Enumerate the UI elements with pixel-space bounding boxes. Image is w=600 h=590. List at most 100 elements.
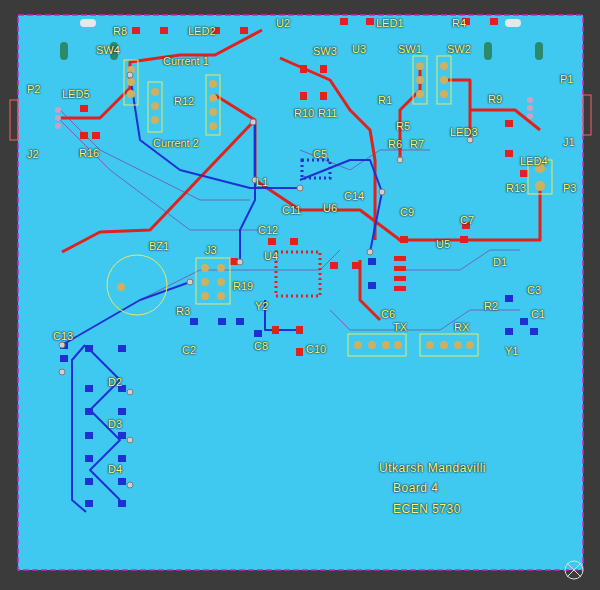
reference-designator: C1 [531,308,545,320]
pcb-feature [413,56,427,104]
pcb-feature [201,278,209,286]
reference-designator: R13 [506,182,526,194]
pcb-feature [127,389,133,395]
reference-designator: J2 [27,148,39,160]
pcb-feature [80,19,96,27]
pcb-feature [466,341,474,349]
pcb-feature [209,122,217,130]
pcb-feature [268,238,276,245]
pcb-feature [85,408,93,415]
pcb-feature [527,97,533,103]
pcb-feature [567,563,581,577]
pcb-feature [368,282,376,289]
pcb-feature [236,318,244,325]
reference-designator: R12 [174,95,194,107]
reference-designator: R3 [176,305,190,317]
pcb-feature [55,107,61,113]
pcb-feature [190,318,198,325]
pcb-feature [454,341,462,349]
reference-designator: SW4 [96,44,120,56]
pcb-feature [379,189,385,195]
pcb-feature [85,345,93,352]
pcb-feature [60,355,68,362]
pcb-feature [398,188,540,240]
pcb-feature [530,328,538,335]
reference-designator: RX [454,321,469,333]
pcb-feature [505,150,513,157]
pcb-feature [85,455,93,462]
pcb-feature [484,42,492,60]
reference-designator: R11 [318,107,337,119]
pcb-feature [85,432,93,439]
reference-designator: D3 [108,418,122,430]
reference-designator: TX [393,321,407,333]
pcb-feature [85,385,93,392]
reference-designator: D1 [493,256,507,268]
pcb-feature [348,334,406,356]
pcb-feature [366,18,374,25]
reference-designator: R4 [452,17,466,29]
pads [60,18,538,507]
reference-designator: LED4 [520,155,548,167]
pcb-feature [237,259,243,265]
pcb-feature [85,478,93,485]
pcb-feature [297,185,303,191]
pcb-feature [127,90,135,98]
reference-designator: BZ1 [149,240,169,252]
reference-designator: L1 [256,176,268,188]
pcb-feature [187,279,193,285]
drill-marker [565,561,583,579]
pcb-feature [92,132,100,139]
pcb-feature [130,75,300,188]
bottom-traces [62,75,382,512]
pcb-feature [55,115,61,121]
pcb-feature [290,238,298,245]
pcb-feature [206,75,220,135]
pcb-feature [535,42,543,60]
pcb-feature [360,260,380,320]
pcb-feature [352,262,360,269]
reference-designator: R19 [233,280,253,292]
reference-designator: J1 [563,136,575,148]
pcb-feature [118,478,126,485]
reference-designator: LED1 [376,17,404,29]
pcb-feature [272,326,279,334]
thin-traces [60,110,520,330]
pcb-feature [416,76,424,84]
reference-designator: R2 [484,300,498,312]
board-note: Board 4 [393,482,439,495]
pcb-feature [400,250,520,270]
pcb-feature [196,258,230,304]
pcb-feature [520,170,528,177]
reference-designator: C2 [182,344,196,356]
pcb-feature [124,60,138,105]
pcb-feature [240,27,248,34]
pcb-feature [437,56,451,104]
reference-designator: C6 [381,308,395,320]
pcb-feature [132,27,140,34]
pcb-feature [416,62,424,70]
pcb-feature [209,108,217,116]
pcb-feature [218,318,226,325]
pcb-feature [520,318,528,325]
pcb-feature [60,120,260,230]
pcb-feature [490,18,498,25]
pcb-feature [118,455,126,462]
board-note: ECEN 5730 [393,503,461,516]
connector-outline [10,100,18,140]
pcb-feature [276,252,320,296]
pcb-feature [440,62,448,70]
pcb-feature [151,116,159,124]
pcb-feature [416,90,424,98]
pcb-feature [527,113,533,119]
pcb-feature [300,160,382,252]
reference-designator: U3 [352,43,366,55]
pcb-feature [127,72,133,78]
pcb-feature [127,78,135,86]
pcb-feature [118,345,126,352]
reference-designator: J3 [205,244,217,256]
reference-designator: C8 [254,340,268,352]
pcb-feature [55,123,61,129]
pcb-feature [254,330,262,337]
